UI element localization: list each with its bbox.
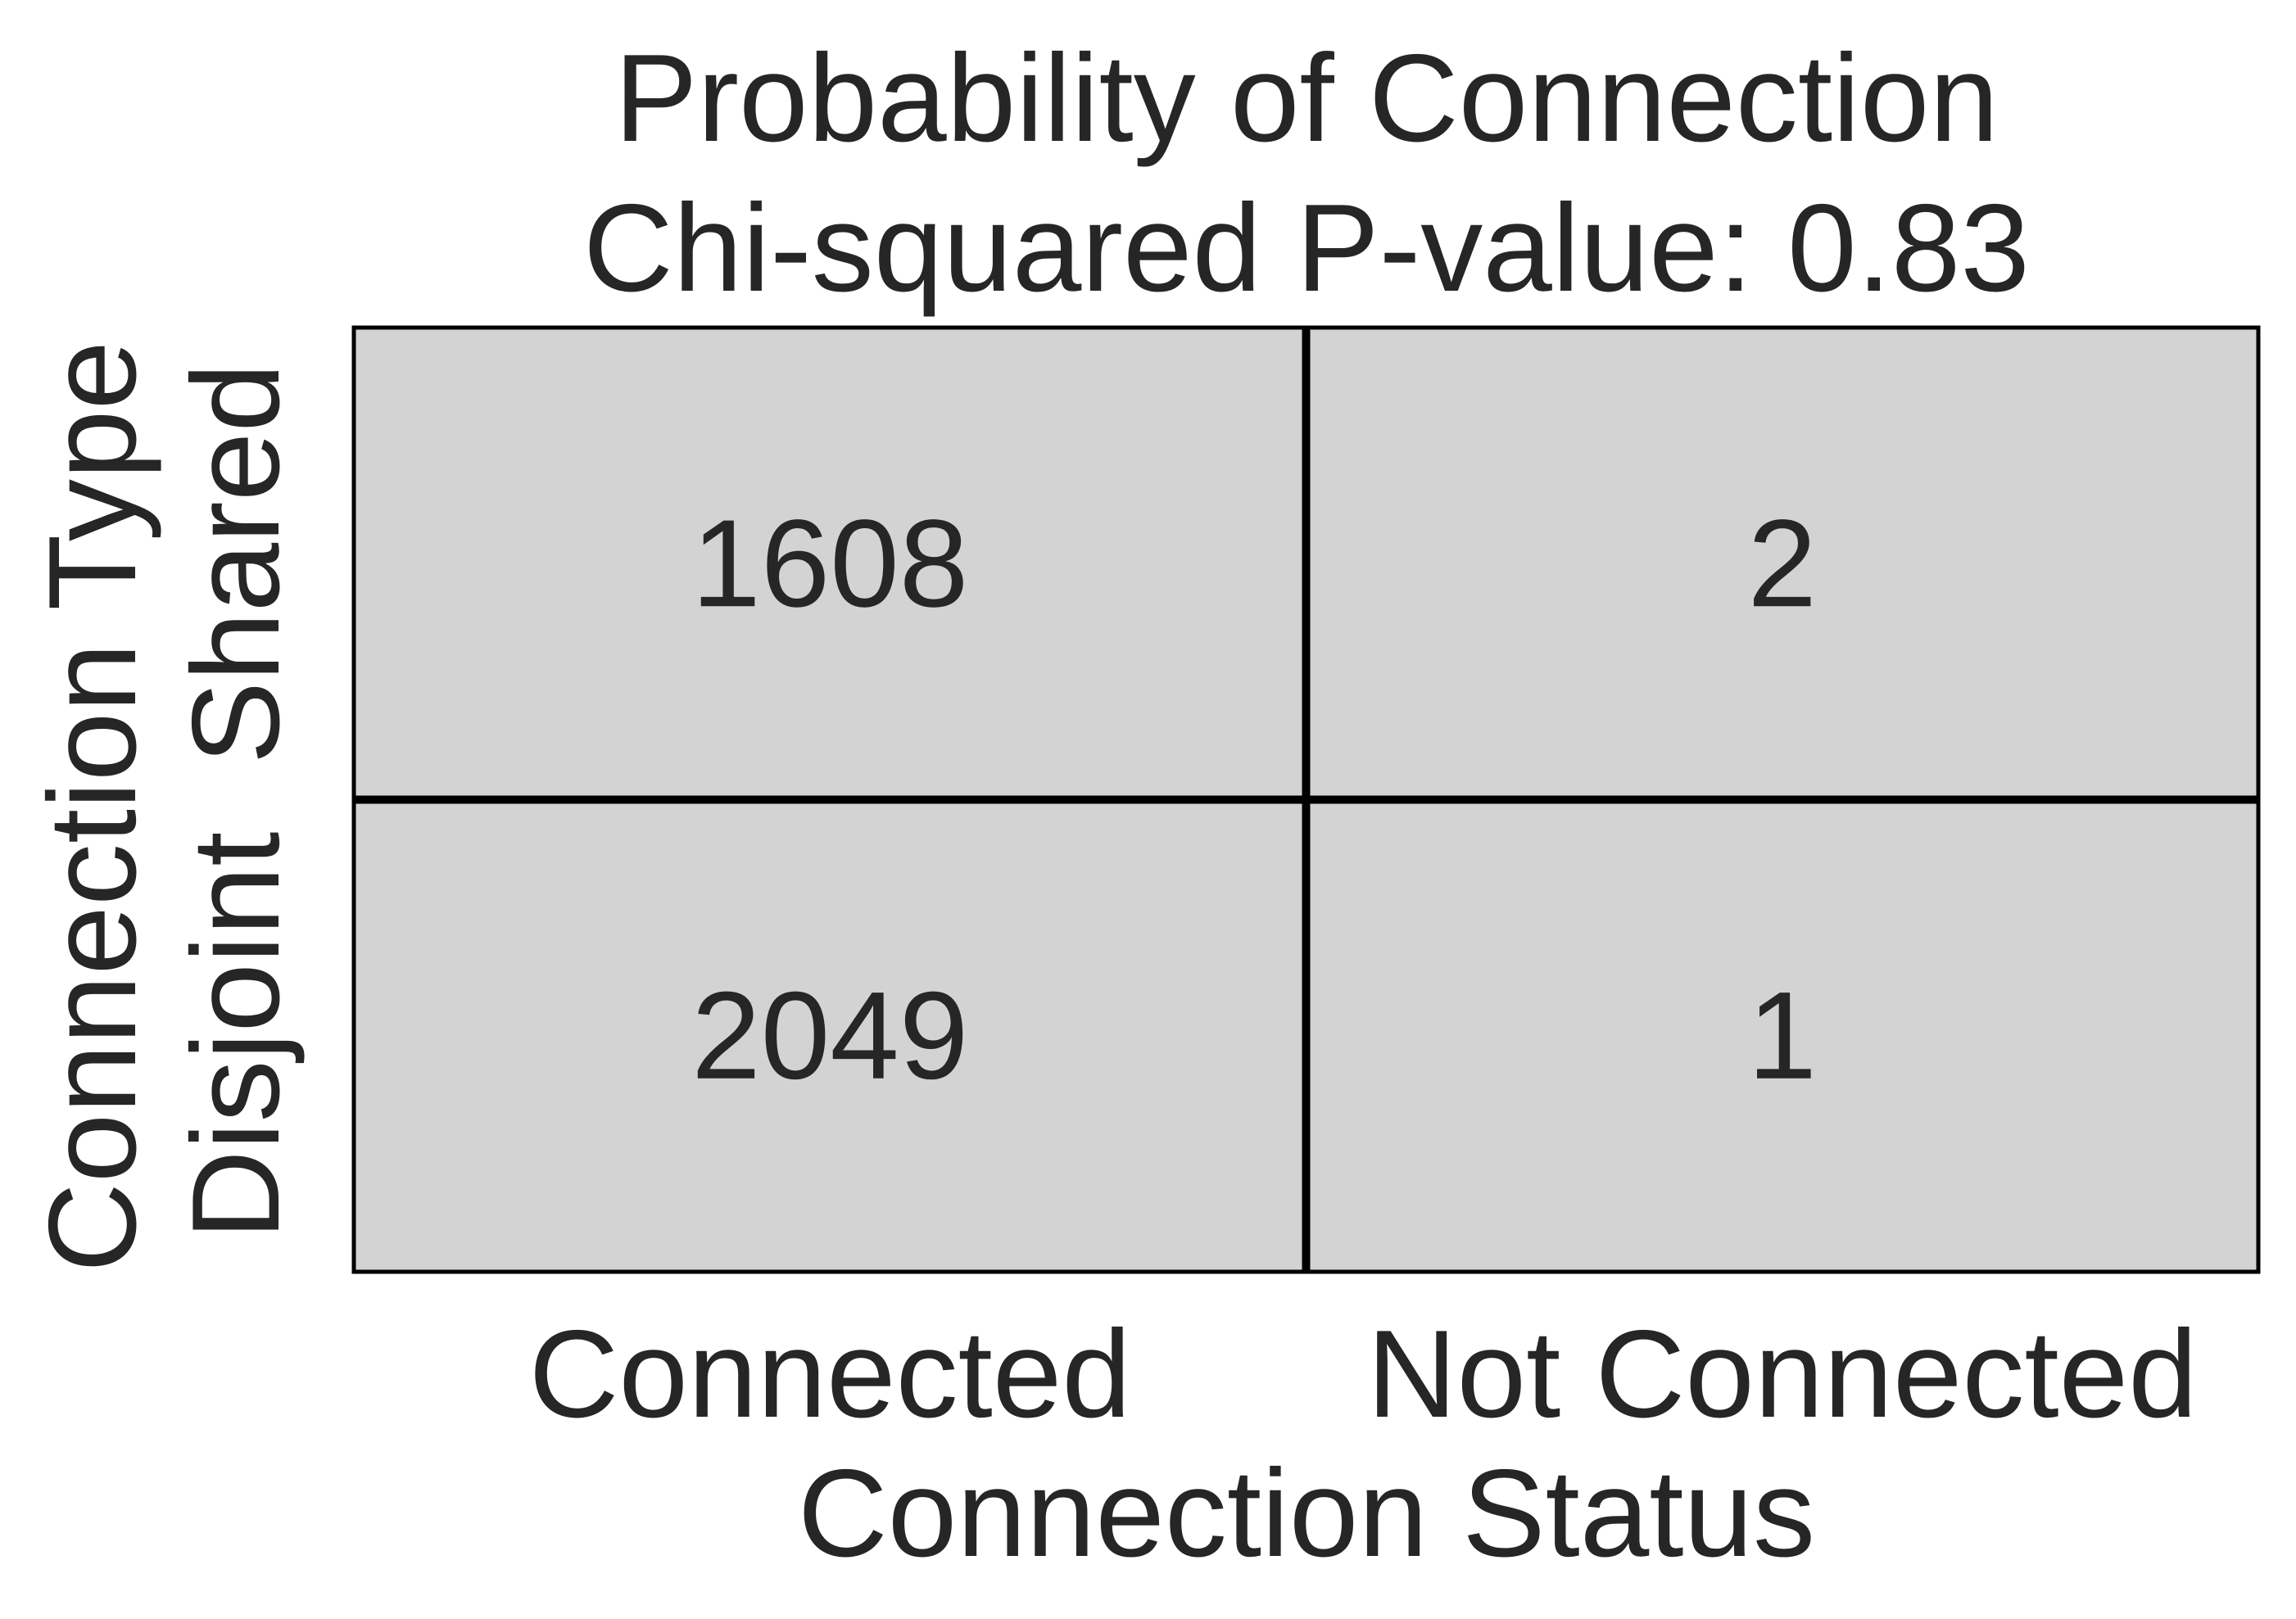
cell-shared-connected — [354, 328, 1307, 800]
chart-title: Probability of Connection — [614, 29, 1999, 168]
chart-subtitle: Chi-squared P-value: 0.83 — [583, 179, 2030, 318]
cell-value-disjoint-connected: 2049 — [691, 966, 968, 1106]
column-label-not-connected: Not Connected — [1367, 1305, 2198, 1444]
title-group: Probability of Connection Chi-squared P-… — [583, 29, 2030, 318]
x-axis-label: Connection Status — [798, 1444, 1815, 1583]
cell-value-labels: 1608 2 2049 1 — [691, 494, 1817, 1106]
cell-shared-not-connected — [1306, 328, 2258, 800]
row-label-disjoint: Disjoint — [166, 832, 306, 1240]
row-label-shared: Shared — [166, 363, 306, 764]
cell-value-disjoint-not-connected: 1 — [1747, 966, 1817, 1106]
column-tick-labels: Connected Not Connected — [529, 1305, 2198, 1444]
cell-value-shared-not-connected: 2 — [1747, 494, 1817, 633]
cell-value-shared-connected: 1608 — [691, 494, 968, 633]
table-cells — [354, 328, 2258, 1272]
table-grid-lines — [351, 325, 2261, 1274]
cell-disjoint-not-connected — [1306, 799, 2258, 1272]
y-axis-label: Connection Type — [23, 341, 162, 1273]
cell-disjoint-connected — [354, 799, 1307, 1272]
column-label-connected: Connected — [529, 1305, 1131, 1444]
